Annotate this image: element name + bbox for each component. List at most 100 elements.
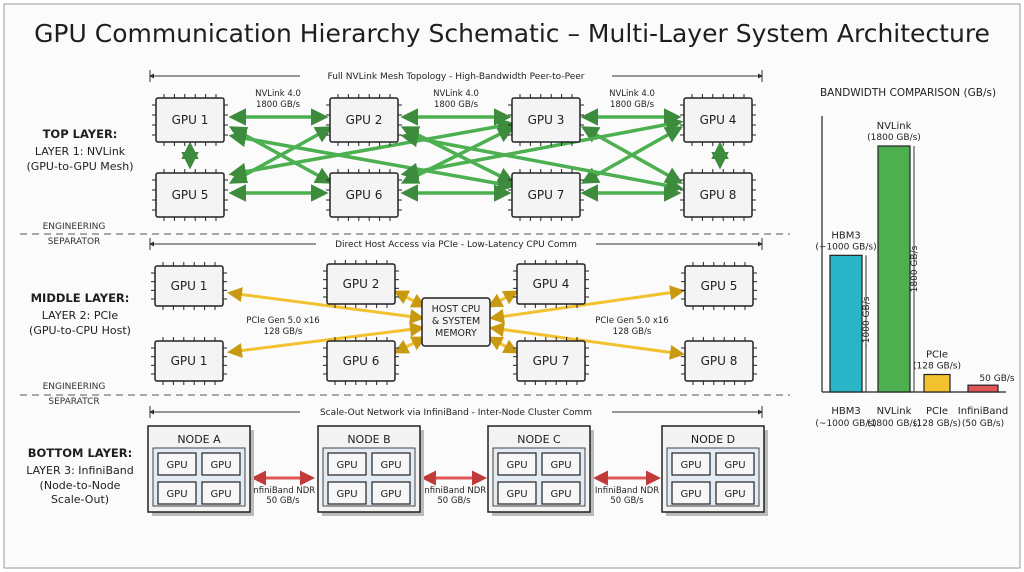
- gpu-chip-middle: GPU 5: [681, 262, 757, 310]
- pcie-links: [227, 285, 685, 360]
- node-gpu-label: GPU: [166, 489, 187, 500]
- gpu-chip-top: GPU 3: [508, 94, 584, 146]
- node-gpu-label: GPU: [680, 489, 701, 500]
- nvlink-link: [400, 115, 684, 181]
- gpu-chip-middle: GPU 7: [513, 337, 589, 385]
- separator-label: SEPARATOR: [48, 237, 101, 247]
- pcie-link: [227, 287, 425, 324]
- top-layer-title: LAYER 1: NVLink: [35, 145, 126, 158]
- gpu-label: GPU 4: [533, 277, 570, 291]
- pcie-label: PCIe Gen 5.0 x16: [246, 316, 319, 326]
- node-gpu-label: GPU: [210, 489, 231, 500]
- pcie-link: [393, 290, 427, 308]
- gpu-label: GPU 1: [172, 113, 209, 127]
- gpu-label: GPU 2: [346, 113, 383, 127]
- top-layer-subtitle: (GPU-to-GPU Mesh): [26, 160, 133, 173]
- bar-category-label: HBM3: [831, 406, 860, 417]
- gpu-label: GPU 2: [343, 277, 380, 291]
- gpu-label: GPU 8: [700, 188, 737, 202]
- host-cpu-box: HOST CPU & SYSTEM MEMORY: [421, 297, 491, 347]
- node-label: NODE B: [347, 433, 390, 446]
- gpu-chip-top: GPU 8: [680, 169, 756, 221]
- node-label: NODE A: [177, 433, 221, 446]
- node-gpu-chip: [201, 452, 241, 476]
- gpu-chip-middle: GPU 1: [151, 337, 227, 385]
- bar-category-sublabel: (1800 GB/s): [867, 419, 921, 429]
- middle-layer-title: LAYER 2: PCIe: [42, 309, 119, 322]
- separator-label: SEPARATCR: [48, 397, 99, 407]
- gpu-label: GPU 6: [346, 188, 383, 202]
- infiniband-label: InfiniBand NDR: [595, 486, 659, 496]
- separator-label: ENGINEERING: [43, 382, 106, 392]
- pcie-link: [489, 322, 685, 360]
- node-gpu-label: GPU: [506, 489, 527, 500]
- bottom-layer: BOTTOM LAYER: LAYER 3: InfiniBand (Node-…: [26, 405, 768, 516]
- dimension-label: 1800 GB/s: [910, 245, 920, 292]
- bar-value-label: (128 GB/s): [913, 362, 961, 372]
- top-layer: TOP LAYER: LAYER 1: NVLink (GPU-to-GPU M…: [26, 69, 763, 221]
- node-gpu-chip: [157, 481, 197, 505]
- infiniband-label: InfiniBand NDR: [422, 486, 486, 496]
- node-gpu-chip: [371, 452, 411, 476]
- infiniband-speed: 50 GB/s: [266, 496, 300, 506]
- bottom-layer-subtitle: (Node-to-Node: [40, 479, 121, 492]
- span-label-bg: [316, 237, 596, 250]
- bar-hbm3: [829, 254, 863, 393]
- node-gpu-chip: [715, 481, 755, 505]
- nvlink-mesh: [181, 108, 729, 202]
- middle-layer: MIDDLE LAYER: LAYER 2: PCIe (GPU-to-CPU …: [29, 237, 763, 385]
- gpu-label: GPU 5: [172, 188, 209, 202]
- bottom-layer-title: LAYER 3: InfiniBand: [26, 464, 133, 477]
- gpu-label: GPU 7: [528, 188, 565, 202]
- node-gpu-chip: [671, 481, 711, 505]
- separator-label: ENGINEERING: [43, 222, 106, 232]
- bar-category-label: InfiniBand: [958, 406, 1008, 417]
- page-title: GPU Communication Hierarchy Schematic – …: [34, 19, 990, 48]
- nvlink-label: NVLink 4.0: [609, 89, 655, 99]
- host-cpu-label: & SYSTEM: [432, 316, 480, 327]
- pcie-link: [489, 285, 685, 324]
- node-gpu-label: GPU: [724, 460, 745, 471]
- bar-value-label: (~1000 GB/s): [815, 242, 876, 252]
- host-cpu-label: HOST CPU: [432, 304, 481, 315]
- nvlink-speed: 1800 GB/s: [434, 100, 479, 110]
- nvlink-speed: 1800 GB/s: [256, 100, 301, 110]
- gpu-chip-top: GPU 2: [326, 94, 402, 146]
- host-cpu-label: MEMORY: [435, 328, 477, 339]
- node-gpu-chip: [497, 481, 537, 505]
- top-span-label: Full NVLink Mesh Topology - High-Bandwid…: [328, 72, 585, 82]
- node-gpu-label: GPU: [336, 460, 357, 471]
- span-label-bg: [300, 69, 612, 82]
- gpu-label: GPU 1: [171, 279, 208, 293]
- pcie-link: [227, 322, 425, 358]
- bottom-layer-subtitle: Scale-Out): [51, 493, 109, 506]
- bar-category-sublabel: (50 GB/s): [962, 419, 1004, 429]
- bar-value-label: (1800 GB/s): [867, 133, 921, 143]
- infiniband-label: InfiniBand NDR: [251, 486, 315, 496]
- node-gpu-chip: [157, 452, 197, 476]
- bar-value-label: 50 GB/s: [979, 374, 1014, 384]
- node-gpu-label: GPU: [724, 489, 745, 500]
- gpu-chip-top: GPU 1: [152, 94, 228, 146]
- gpu-chip-top: GPU 6: [326, 169, 402, 221]
- gpu-chip-middle: GPU 2: [323, 260, 399, 308]
- node-gpu-label: GPU: [680, 460, 701, 471]
- bar-category-label: NVLink: [877, 406, 912, 417]
- node-gpu-label: GPU: [550, 489, 571, 500]
- node-gpu-chip: [541, 452, 581, 476]
- pcie-speed: 128 GB/s: [613, 327, 652, 337]
- infiniband-speed: 50 GB/s: [437, 496, 471, 506]
- nvlink-label: NVLink 4.0: [255, 89, 301, 99]
- middle-layer-heading: MIDDLE LAYER:: [31, 291, 130, 305]
- node-gpu-chip: [671, 452, 711, 476]
- node-gpu-chip: [715, 452, 755, 476]
- bottom-span-label: Scale-Out Network via InfiniBand - Inter…: [320, 408, 592, 418]
- node-gpu-label: GPU: [380, 489, 401, 500]
- span-label-bg: [300, 405, 612, 418]
- node-gpu-label: GPU: [336, 489, 357, 500]
- gpu-chip-top: GPU 7: [508, 169, 584, 221]
